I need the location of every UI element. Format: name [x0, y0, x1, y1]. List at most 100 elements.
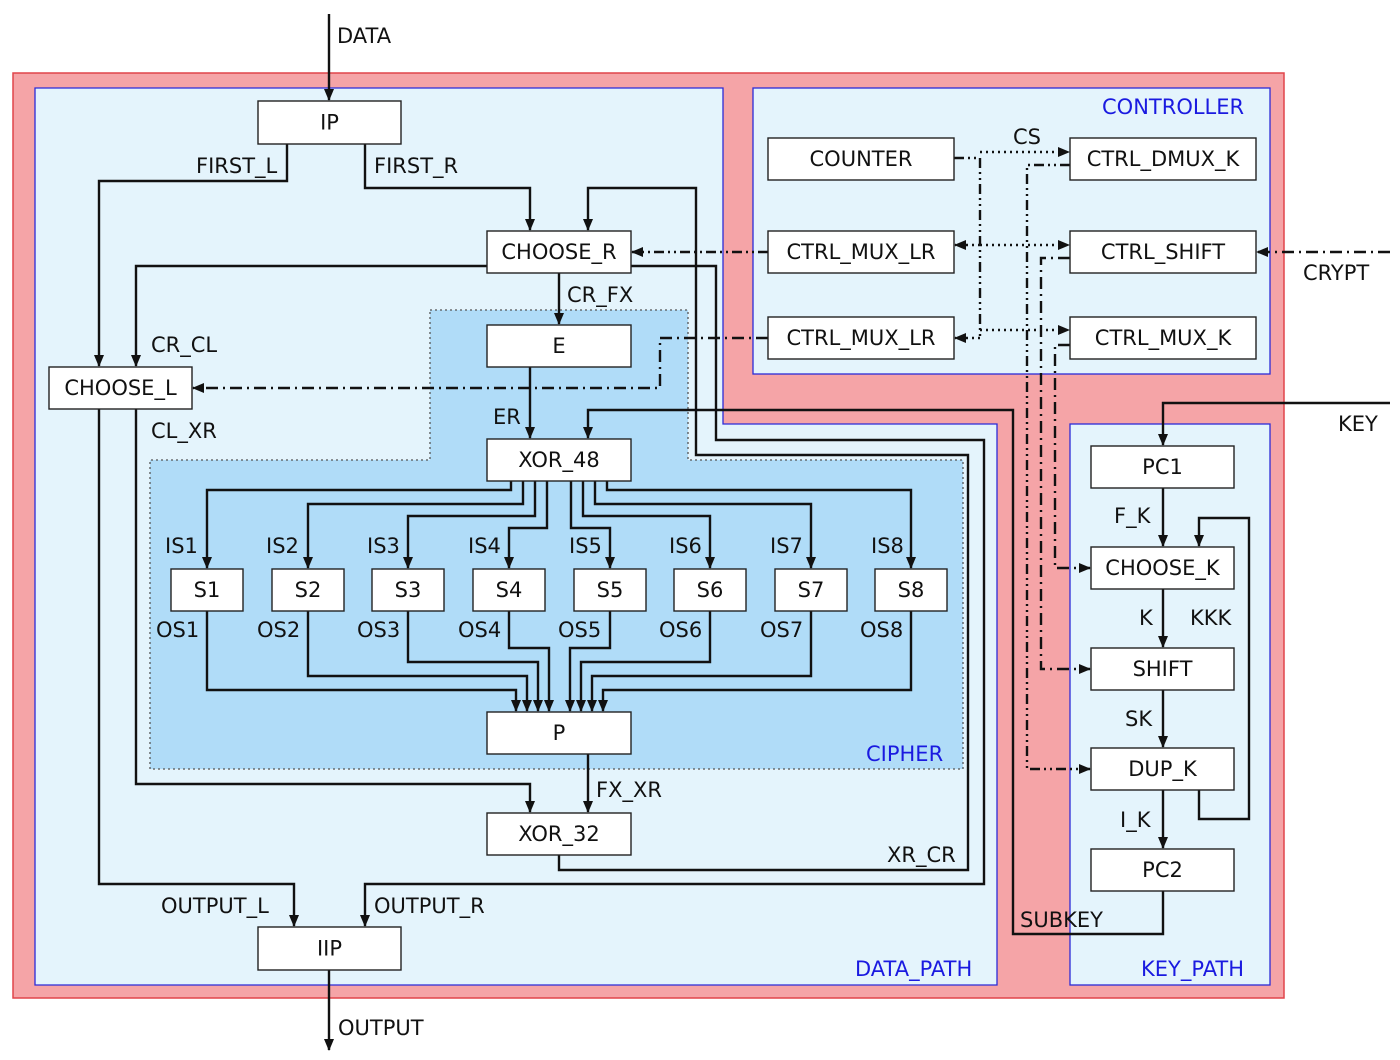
- svg-text:COUNTER: COUNTER: [810, 147, 913, 171]
- svg-text:S7: S7: [798, 578, 825, 602]
- wire-is6: [581, 481, 715, 569]
- wire-os3: [406, 611, 543, 712]
- block-s8: S8: [874, 568, 948, 612]
- wire-is5: [569, 481, 615, 569]
- block-ctrl-mux-k: CTRL_MUX_K: [1069, 316, 1257, 360]
- signal-output-l: OUTPUT_L: [161, 894, 269, 919]
- block-shift: SHIFT: [1090, 647, 1235, 691]
- block-pc2: PC2: [1090, 848, 1235, 892]
- signal-cr-fx: CR_FX: [567, 283, 633, 308]
- svg-text:CTRL_SHIFT: CTRL_SHIFT: [1101, 240, 1225, 265]
- wire-os1: [205, 611, 521, 712]
- data-path-label: DATA_PATH: [855, 957, 972, 982]
- wire-kkk: [1194, 516, 1251, 821]
- signal-i-k: I_K: [1120, 808, 1152, 833]
- signal-cr-cl: CR_CL: [151, 333, 217, 358]
- block-s3: S3: [371, 568, 445, 612]
- wire-key: [1158, 401, 1390, 446]
- wire-os6: [576, 611, 712, 712]
- signal-er: ER: [493, 405, 521, 429]
- signal-data: DATA: [337, 24, 392, 48]
- svg-text:P: P: [553, 721, 566, 745]
- wire-os8: [598, 611, 913, 712]
- wire-os5: [565, 611, 612, 712]
- block-ctrl-mux-lr-1: CTRL_MUX_LR: [767, 230, 955, 274]
- signal-output: OUTPUT: [338, 1016, 424, 1040]
- signal-os5: OS5: [558, 618, 601, 642]
- wire-first-r: [363, 144, 535, 231]
- block-counter: COUNTER: [767, 137, 955, 181]
- signal-is1: IS1: [165, 534, 198, 558]
- signal-is6: IS6: [669, 534, 702, 558]
- block-s6: S6: [673, 568, 747, 612]
- signal-os2: OS2: [257, 618, 300, 642]
- svg-text:S4: S4: [496, 578, 523, 602]
- signal-first-l: FIRST_L: [196, 154, 278, 179]
- wire-os7: [587, 611, 813, 712]
- key-path-region: [1069, 423, 1271, 986]
- block-choose-r: CHOOSE_R: [486, 230, 632, 274]
- block-e: E: [486, 324, 632, 368]
- svg-text:XOR_32: XOR_32: [518, 822, 599, 847]
- svg-text:S5: S5: [597, 578, 624, 602]
- block-iip: IIP: [257, 926, 402, 971]
- wire-os2: [306, 611, 532, 712]
- block-choose-l: CHOOSE_L: [48, 366, 193, 410]
- svg-text:IP: IP: [320, 111, 339, 135]
- signal-key: KEY: [1338, 412, 1378, 436]
- signal-is2: IS2: [266, 534, 299, 558]
- wire-output-r: [360, 264, 986, 927]
- block-choose-k: CHOOSE_K: [1090, 546, 1235, 590]
- block-ctrl-dmux-k: CTRL_DMUX_K: [1069, 137, 1257, 181]
- svg-text:CHOOSE_K: CHOOSE_K: [1105, 556, 1221, 581]
- wire-output-l: [97, 409, 299, 927]
- block-s2: S2: [271, 568, 345, 612]
- signal-sk: SK: [1125, 707, 1153, 731]
- signal-os4: OS4: [458, 618, 501, 642]
- svg-text:SHIFT: SHIFT: [1133, 657, 1193, 681]
- signal-cl-xr: CL_XR: [151, 419, 217, 444]
- svg-text:PC1: PC1: [1142, 455, 1183, 479]
- wire-ctrl-shift-shift: [1039, 256, 1091, 674]
- key-path-label: KEY_PATH: [1141, 957, 1244, 982]
- block-xor-32: XOR_32: [486, 812, 632, 856]
- svg-text:E: E: [552, 334, 565, 358]
- svg-text:S8: S8: [898, 578, 925, 602]
- block-ctrl-mux-lr-2: CTRL_MUX_LR: [767, 316, 955, 360]
- svg-text:CHOOSE_L: CHOOSE_L: [64, 376, 177, 401]
- block-s1: S1: [170, 568, 244, 612]
- signal-os6: OS6: [659, 618, 702, 642]
- signal-is4: IS4: [468, 534, 501, 558]
- signal-is3: IS3: [367, 534, 400, 558]
- svg-text:CHOOSE_R: CHOOSE_R: [501, 240, 616, 265]
- wire-cr-cl: [131, 264, 487, 367]
- svg-text:S2: S2: [295, 578, 322, 602]
- block-pc1: PC1: [1090, 445, 1235, 489]
- svg-text:CTRL_MUX_LR: CTRL_MUX_LR: [787, 326, 936, 351]
- block-ip: IP: [257, 100, 402, 145]
- signal-output-r: OUTPUT_R: [374, 894, 485, 919]
- signal-crypt: CRYPT: [1303, 261, 1369, 285]
- signal-first-r: FIRST_R: [374, 154, 458, 179]
- signal-fx-xr: FX_XR: [596, 778, 662, 803]
- signal-subkey: SUBKEY: [1020, 908, 1103, 932]
- svg-text:PC2: PC2: [1142, 858, 1183, 882]
- wire-counter-bus: [954, 156, 982, 338]
- wire-subkey: [583, 408, 1165, 936]
- signal-is5: IS5: [569, 534, 602, 558]
- signal-os3: OS3: [357, 618, 400, 642]
- wire-ctrl-dmux-k-dup-k: [1025, 163, 1091, 774]
- svg-text:DUP_K: DUP_K: [1128, 757, 1198, 782]
- signal-os8: OS8: [860, 618, 903, 642]
- signal-cs: CS: [1013, 125, 1041, 149]
- wire-is7: [593, 481, 816, 569]
- svg-text:XOR_48: XOR_48: [518, 448, 599, 473]
- block-s7: S7: [774, 568, 848, 612]
- wire-first-l: [94, 144, 289, 367]
- signal-k: K: [1139, 606, 1154, 630]
- signal-os1: OS1: [156, 618, 199, 642]
- block-xor-48: XOR_48: [486, 438, 632, 482]
- signal-xr-cr: XR_CR: [887, 843, 956, 868]
- signal-is8: IS8: [871, 534, 904, 558]
- svg-text:S6: S6: [697, 578, 724, 602]
